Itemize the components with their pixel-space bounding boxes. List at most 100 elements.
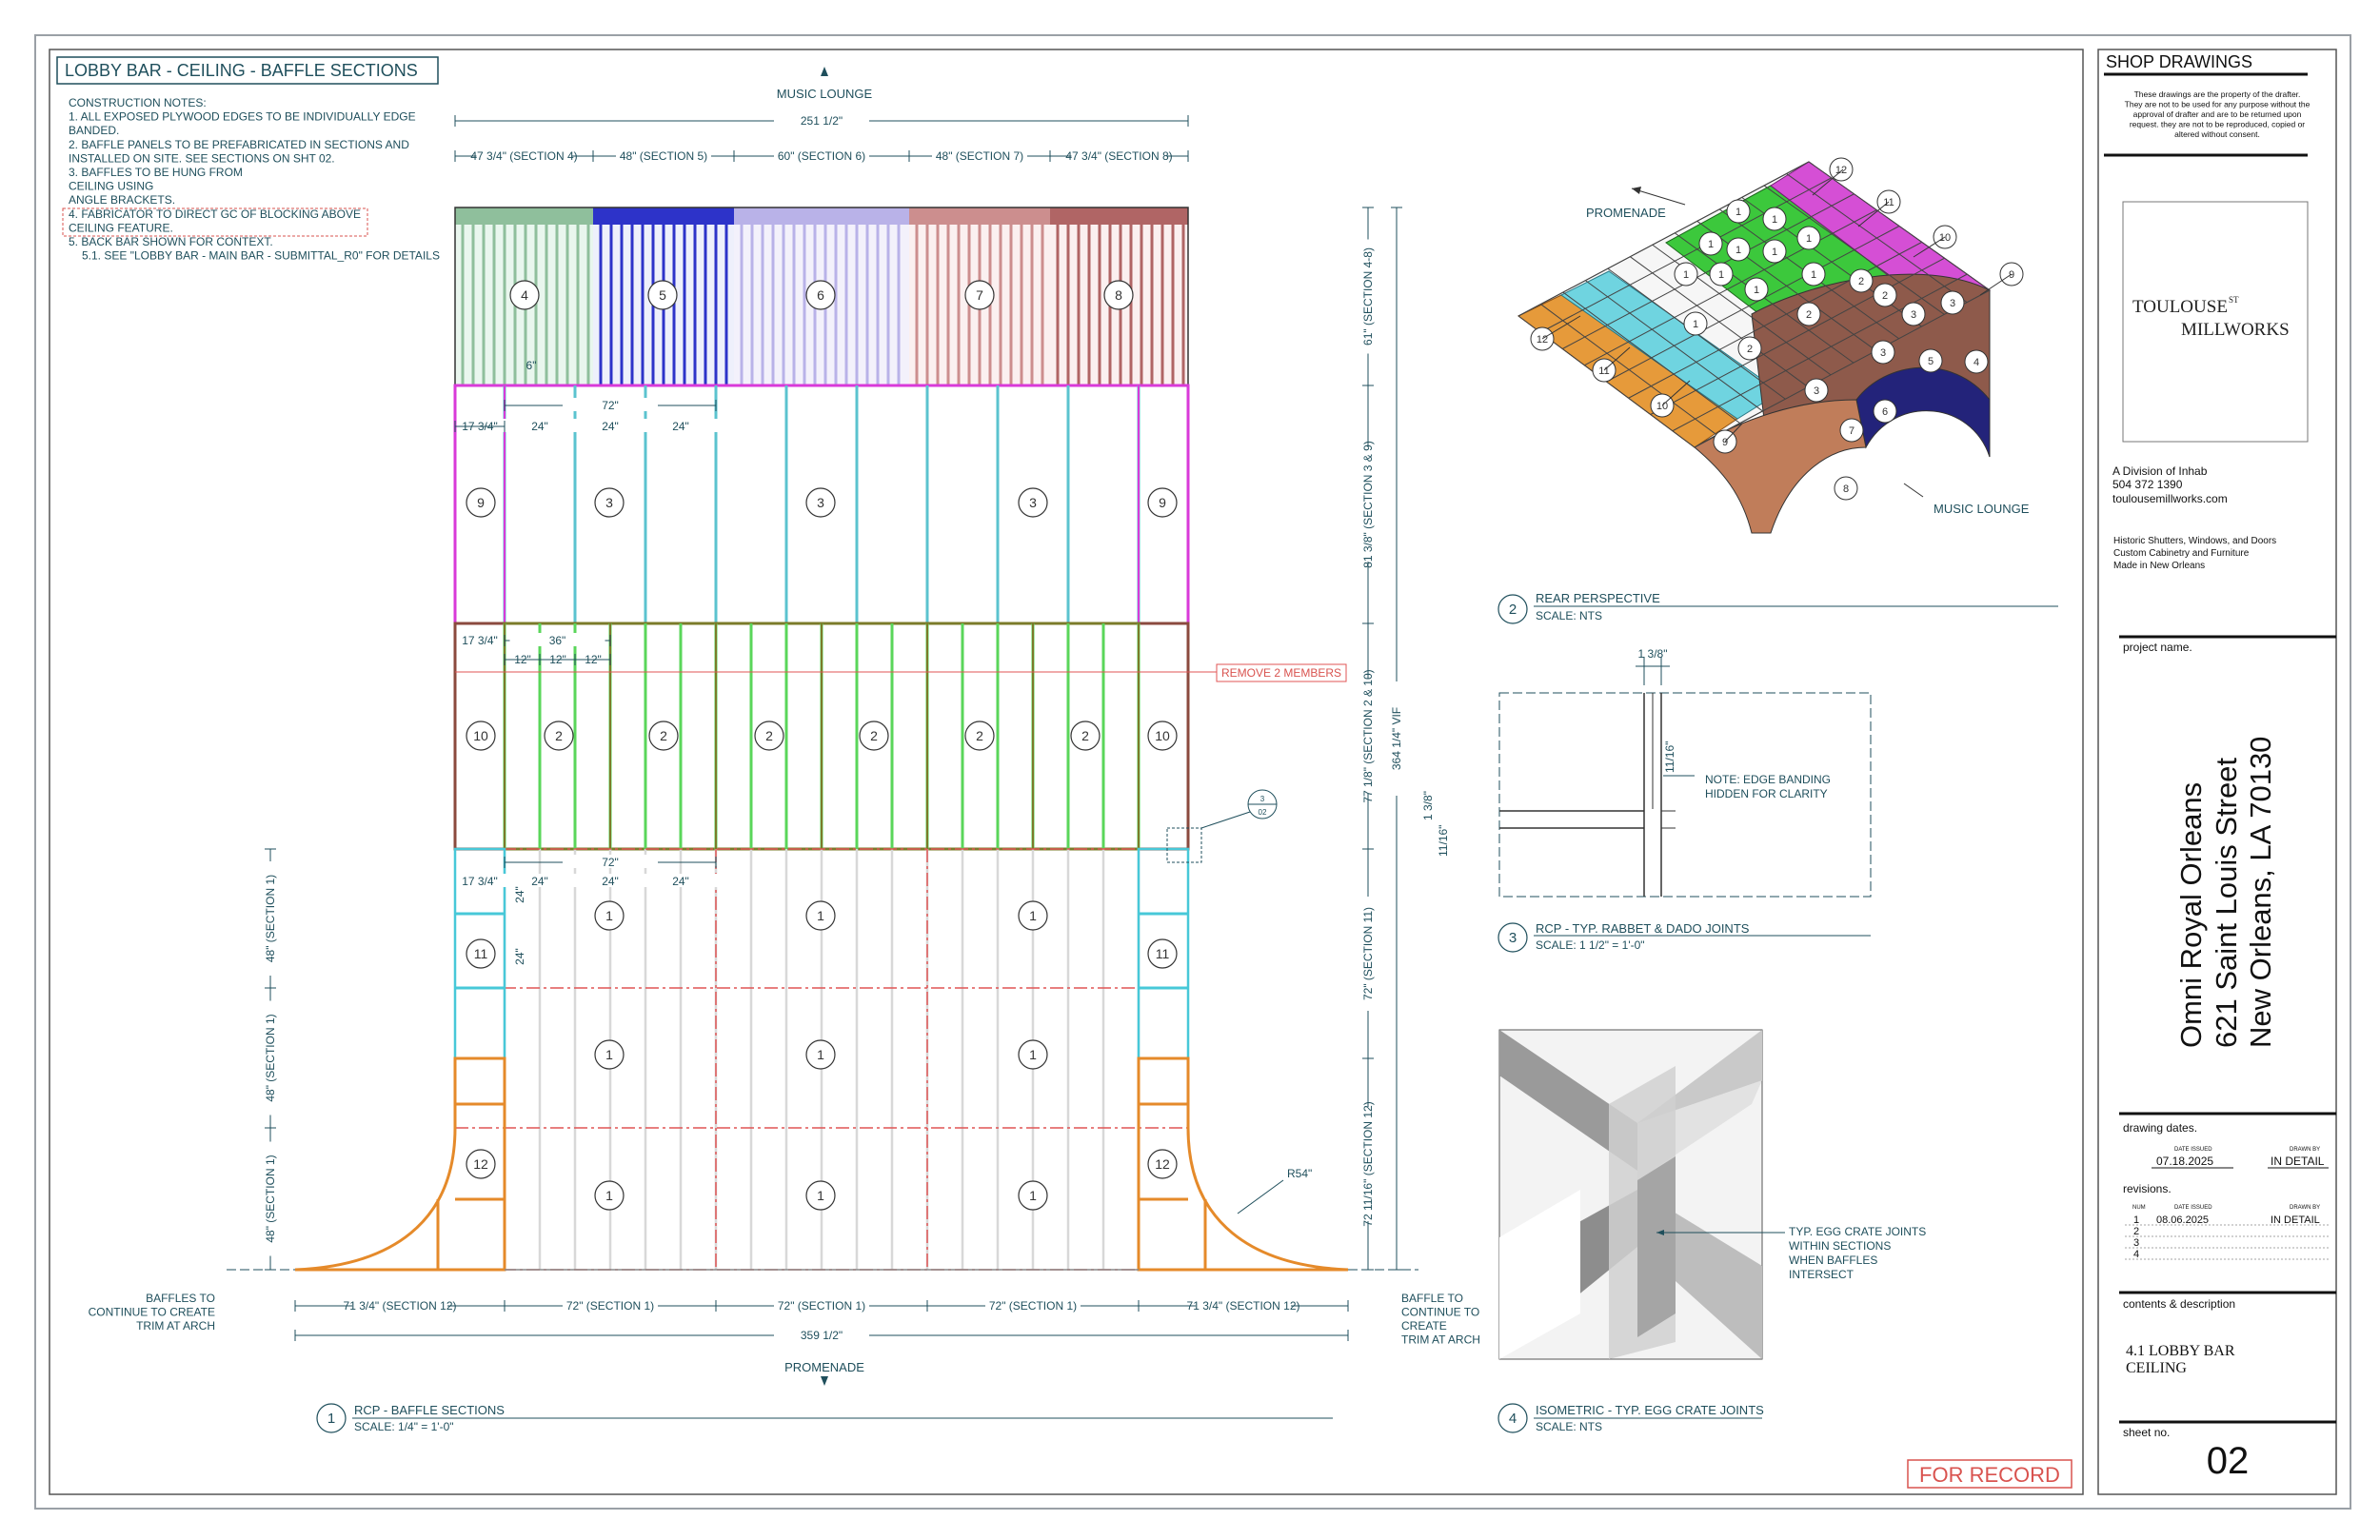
construction-note-line: INSTALLED ON SITE. SEE SECTIONS ON SHT 0… (69, 151, 335, 165)
disclaimer-line: They are not to be used for any purpose … (2125, 100, 2311, 109)
drawing-area-border (49, 49, 2084, 1495)
note-4-highlight (62, 207, 368, 237)
perspective-bubble (1839, 418, 1864, 443)
section-number: 3 (817, 495, 824, 510)
section-number: 11 (474, 946, 488, 961)
dim-label-bg (263, 1141, 278, 1256)
logo-line-2: MILLWORKS (2181, 320, 2290, 340)
dimension-label: 77 1/8" (SECTION 2 & 10) (1361, 669, 1375, 802)
dimension-label: 48" (SECTION 1) (264, 875, 277, 962)
perspective-bubble (1698, 231, 1723, 256)
perspective-leader (1541, 315, 1581, 340)
north-arrow-icon (821, 67, 828, 76)
perspective-section-number: 12 (1537, 334, 1548, 346)
section-7-header (909, 207, 1050, 225)
section-number: 4 (521, 287, 528, 303)
detail-ref-leader (1200, 811, 1251, 829)
radius-label: R54" (1287, 1167, 1312, 1180)
perspective-rib (1672, 273, 1968, 432)
section-bubble (1147, 487, 1178, 518)
disclaimer-line: approval of drafter and are to be return… (2133, 109, 2302, 119)
perspective-section-number: 1 (1735, 207, 1741, 218)
perspective-leader (1661, 380, 1691, 406)
perspective-rib (1539, 177, 1832, 333)
perspective-section-number: 9 (1722, 437, 1728, 448)
rabbet-dado-joint-detail: 1 3/8" 11/16" 1 3/8" 11/16" NOTE: EDGE B… (1421, 647, 1872, 898)
section-number: 1 (1029, 1047, 1037, 1062)
dim-label-bg (774, 148, 869, 162)
section-number: 10 (473, 728, 488, 743)
construction-notes: CONSTRUCTION NOTES:1. ALL EXPOSED PLYWOO… (69, 96, 440, 263)
perspective-section-number: 2 (1806, 309, 1812, 321)
dimension-label: 12" (514, 653, 531, 666)
construction-note-line: 4. FABRICATOR TO DIRECT GC OF BLOCKING A… (69, 207, 361, 221)
section-number: 3 (1029, 495, 1037, 510)
perspective-rib (1562, 193, 1854, 349)
construction-note-line: 1. ALL EXPOSED PLYWOOD EDGES TO BE INDIV… (69, 110, 416, 124)
dimension-label: 48" (SECTION 5) (620, 149, 707, 163)
perspective-section-number: 3 (1880, 347, 1886, 359)
perspective-leader (1979, 273, 2013, 296)
promenade-arrow (1631, 188, 1686, 206)
dim-label-bg (509, 633, 605, 646)
detail-number: 2 (1509, 602, 1517, 618)
perspective-section-number: 2 (1858, 276, 1864, 287)
sheet-title-box (56, 56, 439, 85)
title-block: SHOP DRAWINGS These drawings are the pro… (2104, 52, 2336, 1482)
perspective-section-number: 1 (1683, 269, 1689, 281)
dimension-label: 48" (SECTION 1) (264, 1155, 277, 1242)
dimension-label: 47 3/4" (SECTION 8) (1065, 149, 1172, 163)
detail-1-title: 1 RCP - BAFFLE SECTIONS SCALE: 1/4" = 1'… (316, 1403, 1333, 1433)
dim-label-bg (352, 1298, 447, 1312)
shop-drawings-header: SHOP DRAWINGS (2106, 52, 2252, 71)
perspective-leader (1857, 201, 1890, 227)
section-number: 12 (473, 1156, 488, 1172)
sheet-border (34, 34, 2351, 1510)
title-block-border (2097, 49, 2337, 1495)
perspective-section-number: 1 (1718, 269, 1724, 281)
dim-label-bg (563, 398, 658, 411)
section-number: 1 (1029, 908, 1037, 923)
section-bubble (594, 1039, 625, 1070)
section-bubble (1070, 721, 1101, 751)
logo-line-1: TOULOUSE (2132, 297, 2228, 317)
perspective-bubble (1762, 239, 1787, 264)
dim-label-bg (774, 1328, 869, 1341)
section-4-header (455, 207, 593, 225)
perspective-section-number: 3 (1950, 298, 1955, 309)
construction-note-line: 2. BAFFLE PANELS TO BE PREFABRICATED IN … (69, 138, 409, 151)
detail-scale: SCALE: 1/4" = 1'-0" (354, 1420, 454, 1433)
dim-label-bg (1360, 679, 1376, 794)
arch-right-outline (1137, 1056, 1349, 1272)
dimension-label: 72" (602, 399, 619, 412)
remove-members-note: REMOVE 2 MEMBERS (1221, 666, 1341, 680)
perspective-section-number: 1 (1693, 319, 1698, 330)
perspective-bubble (1737, 336, 1762, 361)
dim-label-bg (1389, 681, 1404, 796)
services-line-2: Custom Cabinetry and Furniture (2113, 548, 2250, 559)
date-issued-header: DATE ISSUED (2174, 1147, 2212, 1153)
logo-box (2122, 201, 2309, 443)
perspective-rib (1517, 161, 1810, 317)
baffle-note-left: TRIM AT ARCH (136, 1319, 215, 1333)
perspective-section-number: 6 (1882, 406, 1888, 418)
section-8-header (1050, 207, 1188, 225)
perspective-rib (1584, 209, 1877, 366)
perspective-bubble (1762, 207, 1787, 231)
perspective-section-number: 1 (1806, 233, 1812, 245)
perspective-bubble (1964, 349, 1989, 374)
section-number: 2 (555, 728, 563, 743)
egg-note-4: INTERSECT (1789, 1268, 1854, 1281)
perspective-section-number: 1 (1772, 214, 1777, 226)
detail-number: 3 (1509, 930, 1517, 946)
section-bubble (466, 1149, 496, 1179)
baffle-note-right: CONTINUE TO (1401, 1306, 1479, 1319)
detail-scale: SCALE: 1 1/2" = 1'-0" (1536, 938, 1645, 952)
perspective-section-number: 1 (1811, 269, 1816, 281)
construction-note-line: 5.1. SEE "LOBBY BAR - MAIN BAR - SUBMITT… (82, 249, 440, 263)
dimension-label: 47 3/4" (SECTION 4) (470, 149, 577, 163)
section-bubble (1147, 721, 1178, 751)
